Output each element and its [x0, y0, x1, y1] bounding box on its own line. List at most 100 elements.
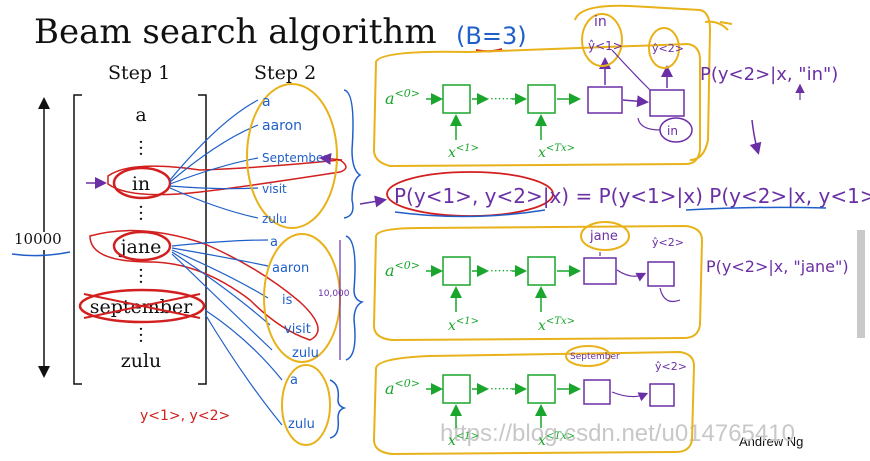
vocab-right-bracket	[198, 94, 207, 385]
highlight-in-september	[107, 159, 347, 196]
rnn-cell	[442, 374, 471, 404]
vocab-ellipsis: ···	[138, 197, 144, 230]
vocab-ellipsis: ···	[138, 319, 144, 352]
decoder-cell	[587, 86, 623, 114]
decoder-cell	[649, 383, 675, 407]
vocab-word-a: a	[135, 104, 147, 126]
step2-label: Step 2	[254, 62, 317, 84]
fan-lines-in	[169, 99, 259, 219]
network-frame-september	[372, 350, 696, 456]
xT-label: x<Tx>	[538, 143, 575, 161]
y1-jane-label: jane	[589, 229, 618, 244]
beam-width-note: (B=3)	[456, 22, 527, 50]
step2-word: a	[262, 94, 271, 110]
step2-group-september: a zulu	[288, 373, 315, 432]
a0-label: a<0>	[385, 87, 420, 108]
network-frame-in-extension	[574, 4, 712, 161]
rnn-cell	[442, 256, 471, 286]
yhat1-label: ŷ<1>	[588, 39, 623, 53]
x1-label: x<1>	[448, 316, 479, 334]
decoder-cell	[647, 261, 675, 287]
decoder-cell	[649, 89, 685, 117]
yhat2-label: ŷ<2>	[652, 42, 684, 55]
rnn-cell	[442, 84, 471, 114]
selection-circle-september	[78, 288, 206, 324]
scrollbar[interactable]	[857, 230, 865, 338]
vocab-word-jane: jane	[120, 236, 162, 258]
joint-underline	[685, 206, 827, 211]
step2-count: 10,000	[318, 289, 350, 299]
fan-lines-september	[204, 309, 283, 426]
vocab-ellipsis: ···	[138, 260, 144, 293]
step2-word: September	[262, 151, 328, 165]
a0-label: a<0>	[385, 259, 420, 280]
flow-dots: ······	[490, 264, 513, 278]
author-credit: Andrew Ng	[739, 434, 804, 449]
feed-link	[659, 287, 681, 303]
step2-group-september-outline	[281, 364, 331, 446]
vocab-left-bracket	[73, 94, 82, 385]
flow-dots: ······	[490, 382, 513, 396]
step1-note: y<1>, y<2>	[140, 408, 230, 424]
rnn-cell	[527, 374, 556, 404]
joint-pointer	[359, 195, 387, 208]
flow-dots: ······	[490, 92, 513, 106]
y1-highlight	[580, 221, 630, 251]
decoder-link	[622, 95, 649, 108]
step2-group-jane: a aaron is visit zulu	[270, 235, 319, 361]
decoder-cell	[583, 379, 611, 405]
y1-highlight	[581, 13, 623, 67]
a0-label: a<0>	[385, 377, 420, 398]
p-y2-given-in: P(y<2>|x, "in")	[700, 64, 838, 85]
annotation-arrow	[749, 119, 762, 155]
y1-september-label: September	[570, 352, 620, 362]
frame-arrow	[704, 20, 733, 31]
step2-word: visit	[284, 322, 311, 337]
step2-word: is	[282, 293, 293, 308]
september-strike	[83, 293, 201, 319]
decoder-link	[611, 391, 649, 402]
step2-word: aaron	[262, 118, 302, 134]
in-feed-label: in	[667, 124, 678, 138]
joint-underline	[394, 209, 546, 218]
slide-title: Beam search algorithm	[34, 12, 437, 52]
step2-word: a	[290, 373, 298, 388]
step2-group-in: a aaron September visit zulu	[262, 94, 328, 226]
fan-lines-jane	[171, 239, 273, 351]
watermark: https://blog.csdn.net/u014765410	[440, 420, 795, 447]
yhat2-label: ŷ<2>	[655, 360, 687, 373]
network-frame-jane	[372, 224, 704, 342]
xT-label: x<Tx>	[538, 431, 575, 449]
decoder-cell	[583, 257, 617, 285]
p-y2-given-jane: P(y<2>|x, "jane")	[706, 257, 849, 276]
step2-word: zulu	[288, 417, 315, 432]
x1-label: x<1>	[448, 431, 479, 449]
brace-in	[343, 89, 362, 219]
y1-in-label: in	[594, 14, 607, 30]
vocab-ellipsis: ···	[138, 132, 144, 165]
y1-highlight	[565, 345, 611, 367]
step2-word: a	[270, 235, 278, 250]
decoder-link	[616, 269, 647, 282]
brace-jane	[345, 235, 365, 361]
rnn-cell	[527, 84, 556, 114]
network-frame-in	[372, 42, 701, 168]
joint-probability: P(y<1>, y<2>|x) = P(y<1>|x) P(y<2>|x, y<…	[394, 184, 870, 208]
vocab-size-underline	[11, 251, 71, 257]
y2-highlight	[648, 27, 680, 69]
vocab-word-in: in	[131, 173, 151, 195]
red-pointer	[319, 152, 343, 165]
xT-label: x<Tx>	[538, 316, 575, 334]
step2-word: zulu	[292, 346, 319, 361]
yhat2-label: ŷ<2>	[652, 236, 684, 249]
vocab-size-label: 10000	[14, 230, 62, 248]
feed-link	[611, 49, 651, 91]
rnn-cell	[527, 256, 556, 286]
step2-group-in-outline	[246, 83, 338, 229]
vocab-word-zulu: zulu	[120, 350, 162, 372]
step2-word: aaron	[272, 261, 309, 276]
step2-word: visit	[262, 182, 287, 196]
step1-label: Step 1	[108, 62, 171, 84]
